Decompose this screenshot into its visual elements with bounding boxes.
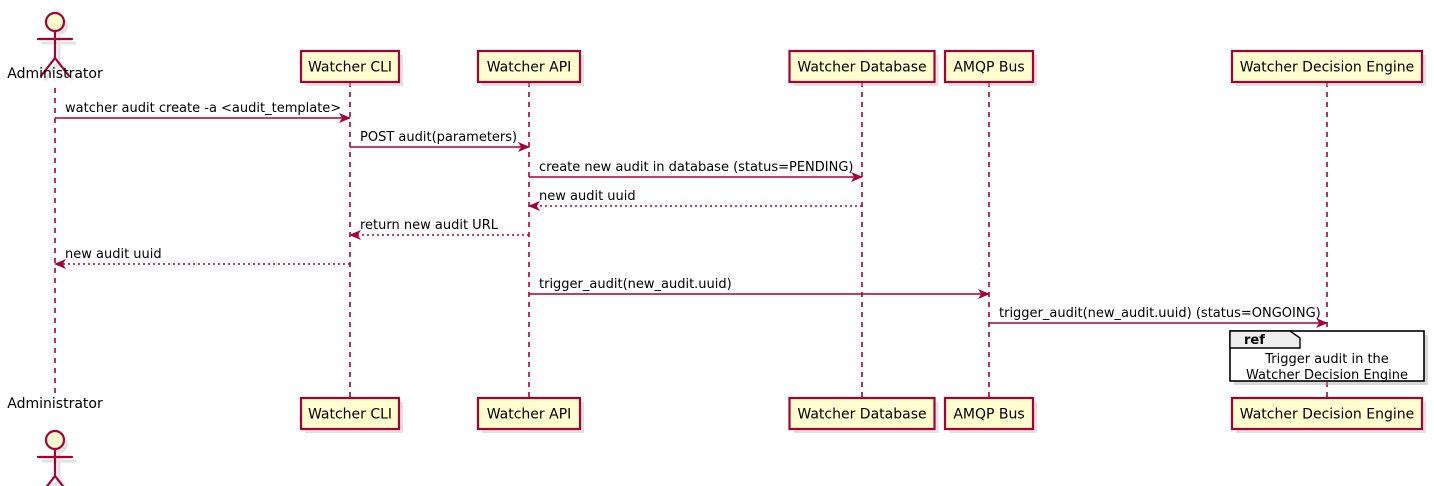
participant-label-watcher-api: Watcher API [487,60,572,76]
participant-box-watcher-api[interactable]: Watcher API [476,396,582,431]
message-label-2: POST audit(parameters) [360,130,517,145]
participant-box-watcher-database[interactable]: Watcher Database [788,49,936,84]
message-4: new audit uuid [528,189,862,211]
actor-head-icon [44,429,66,451]
ref-tag-shape [1229,330,1301,349]
message-2: POST audit(parameters) [350,130,530,152]
ref-body-line-0: Trigger audit in the [1264,352,1389,367]
actor-administrator[interactable]: Administrator [7,11,103,82]
participant-boxes-group: Watcher CLI Watcher CLI Watcher API Watcher… [299,49,1424,431]
message-5: return new audit URL [349,218,529,240]
message-6: new audit uuid [54,247,350,269]
message-8: trigger_audit(new_audit.uuid) (status=ON… [989,306,1328,328]
actor-head-icon [44,11,66,33]
participant-label-watcher-database: Watcher Database [797,60,926,76]
message-label-1: watcher audit create -a <audit_template> [65,101,341,116]
messages-group: watcher audit create -a <audit_template>… [54,101,1328,328]
actor-label-administrator: Administrator [7,396,103,412]
ref-body-line-1: Watcher Decision Engine [1246,368,1408,383]
participant-box-watcher-api[interactable]: Watcher API [476,49,582,84]
message-label-5: return new audit URL [360,218,499,233]
participant-box-watcher-cli[interactable]: Watcher CLI [299,396,401,431]
message-7: trigger_audit(new_audit.uuid) [529,277,990,299]
message-label-6: new audit uuid [65,247,162,262]
actor-label-administrator: Administrator [7,66,103,82]
message-label-8: trigger_audit(new_audit.uuid) (status=ON… [999,306,1321,321]
participant-box-amqp-bus[interactable]: AMQP Bus [943,49,1035,84]
message-label-7: trigger_audit(new_audit.uuid) [539,277,732,292]
participant-box-watcher-decision-engine[interactable]: Watcher Decision Engine [1230,49,1424,84]
participant-label-watcher-decision-engine: Watcher Decision Engine [1240,407,1414,423]
participant-box-watcher-decision-engine[interactable]: Watcher Decision Engine [1230,396,1424,431]
lifelines-group [54,82,1328,398]
message-1: watcher audit create -a <audit_template> [55,101,351,123]
participant-label-watcher-api: Watcher API [487,407,572,423]
participant-label-watcher-decision-engine: Watcher Decision Engine [1240,60,1414,76]
participant-box-watcher-database[interactable]: Watcher Database [788,396,936,431]
participant-label-amqp-bus: AMQP Bus [953,407,1024,423]
participant-label-watcher-cli: Watcher CLI [308,407,392,423]
participant-label-watcher-cli: Watcher CLI [308,60,392,76]
ref-tag-label: ref [1244,333,1265,348]
participant-label-amqp-bus: AMQP Bus [953,60,1024,76]
participant-box-amqp-bus[interactable]: AMQP Bus [943,396,1035,431]
actor-administrator[interactable]: Administrator [7,396,103,486]
message-label-3: create new audit in database (status=PEN… [539,160,854,175]
participant-label-watcher-database: Watcher Database [797,407,926,423]
message-label-4: new audit uuid [539,189,636,204]
participant-box-watcher-cli[interactable]: Watcher CLI [299,49,401,84]
message-3: create new audit in database (status=PEN… [529,160,863,182]
